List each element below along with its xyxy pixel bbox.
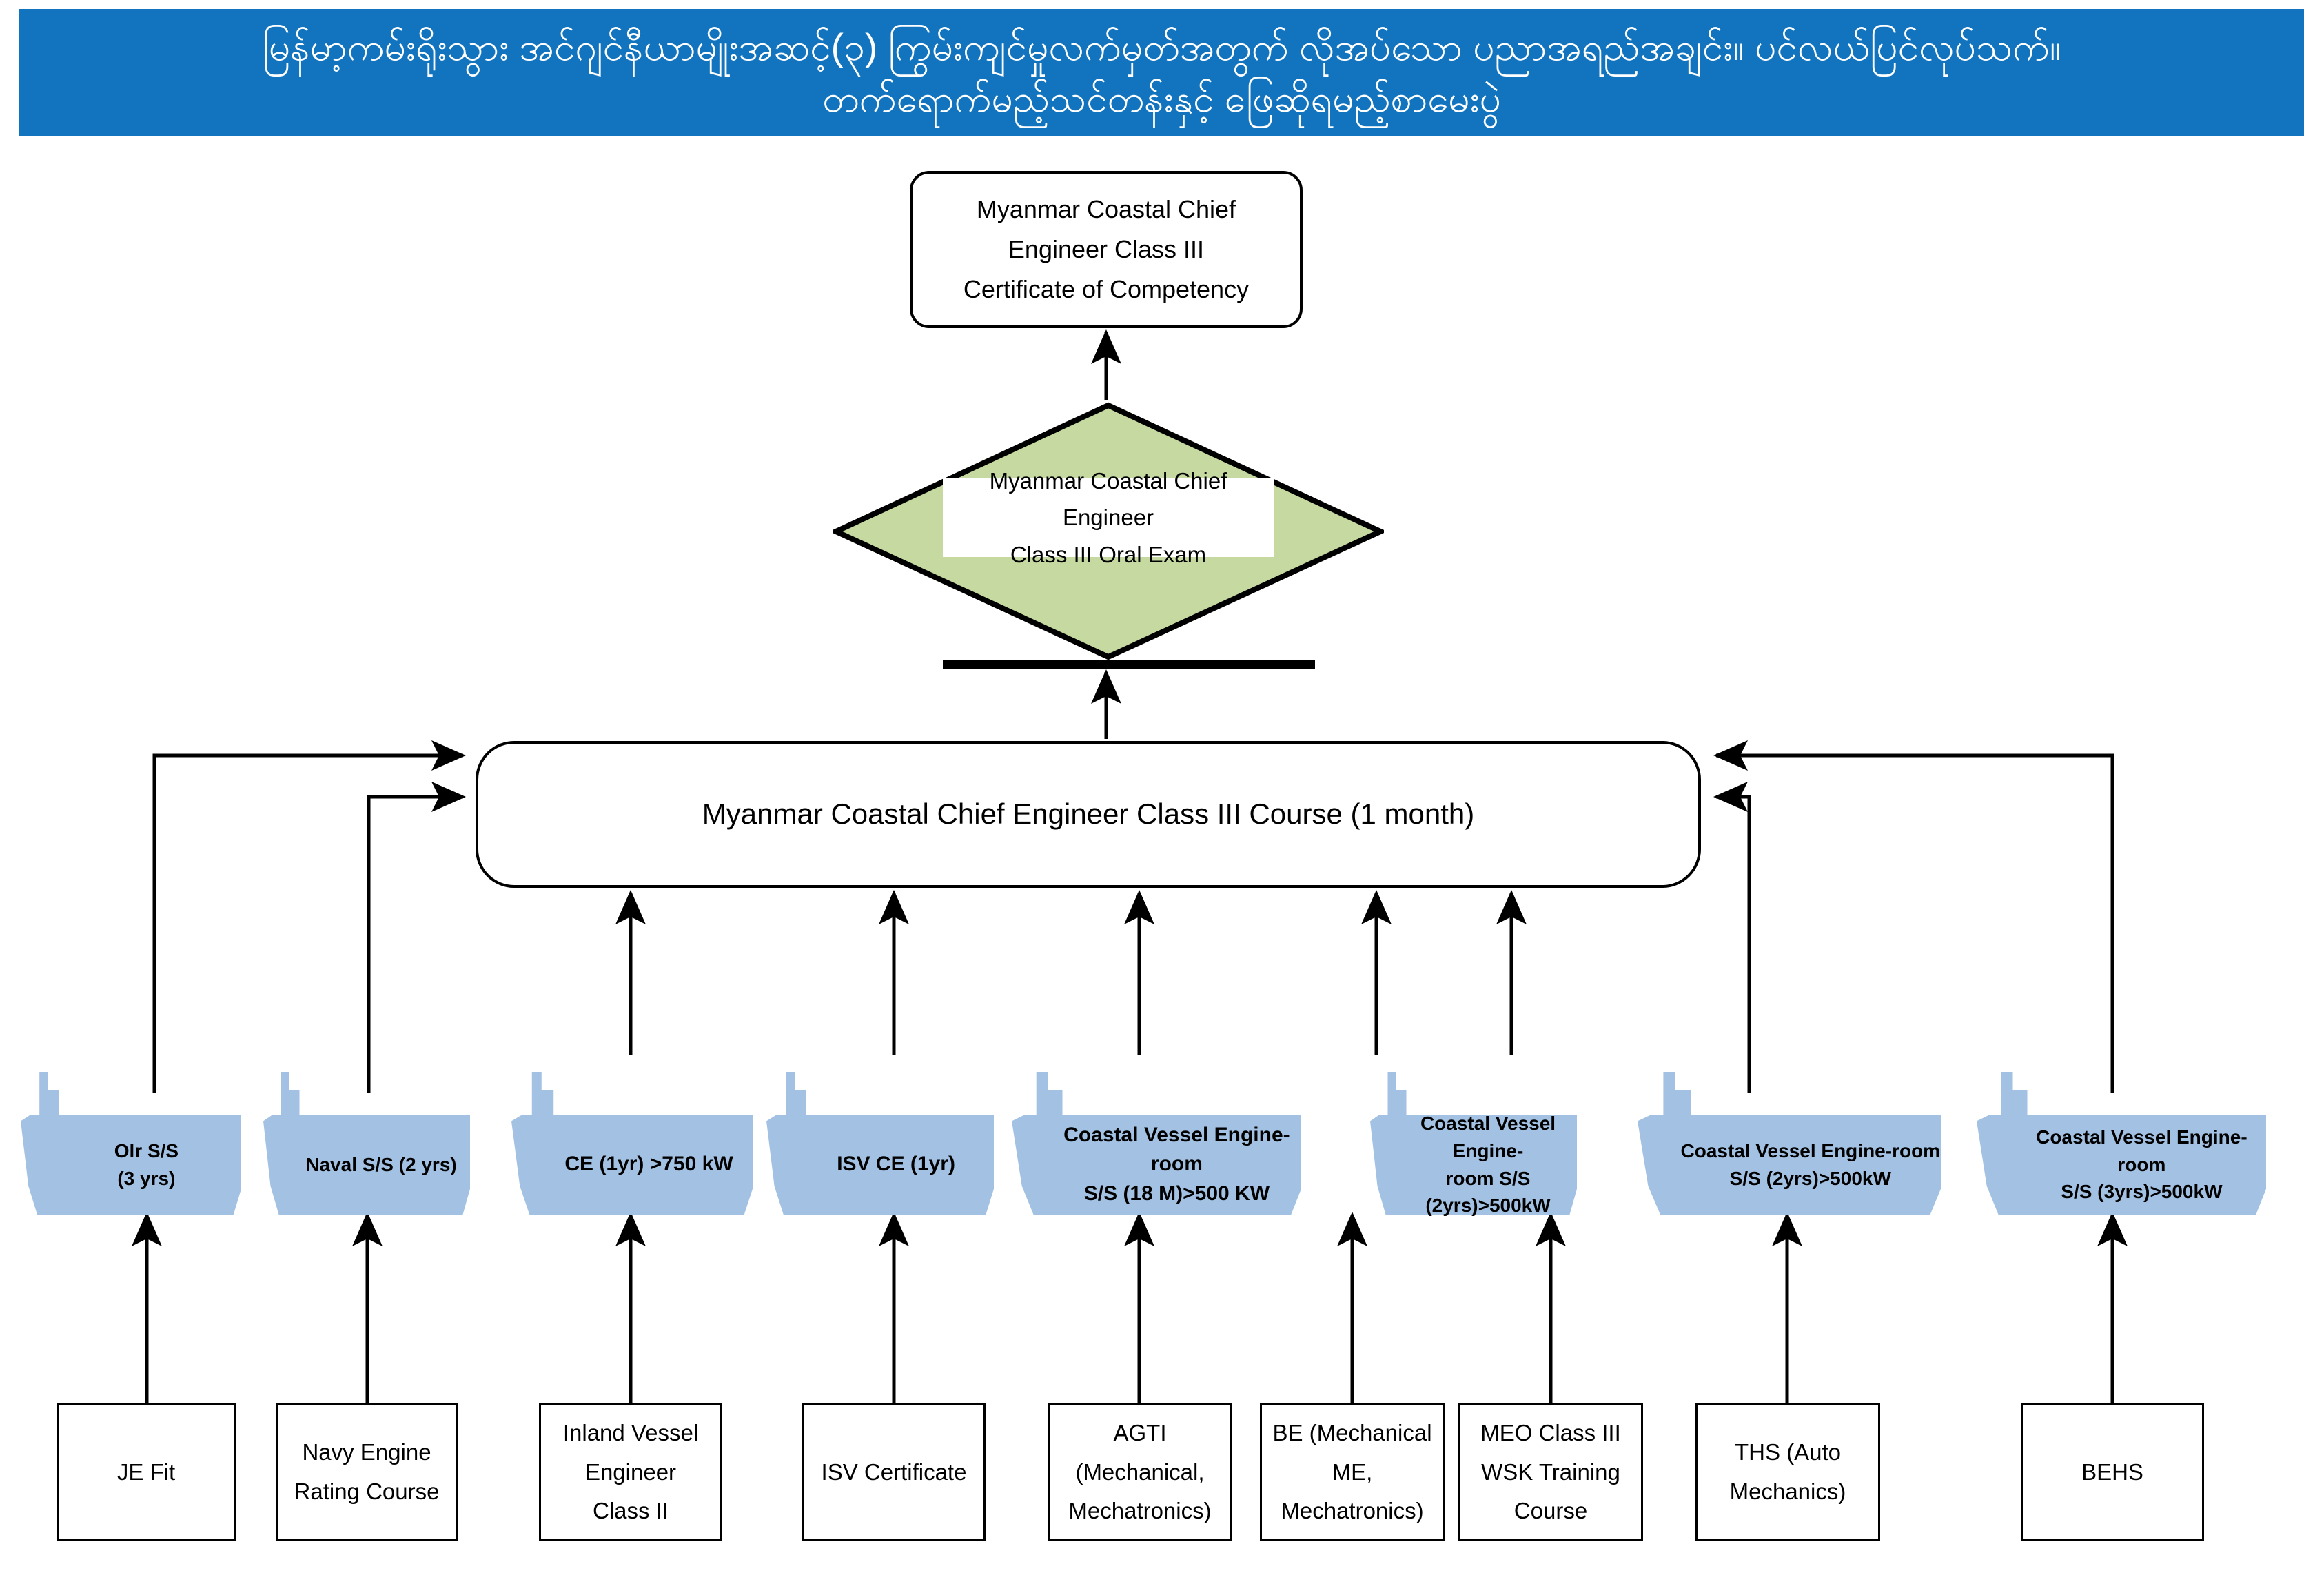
qualification-box-5[interactable]: AGTI (Mechanical, Mechatronics) xyxy=(1048,1403,1232,1541)
qualification-box-3[interactable]: Inland Vessel Engineer Class II xyxy=(539,1403,722,1541)
qualification-label-3: Inland Vessel Engineer Class II xyxy=(562,1419,699,1524)
ship-shape-6[interactable] xyxy=(1370,1072,1577,1215)
page-title-line-1: မြန်မာ့ကမ်းရိုးသွား အင်ဂျင်နီယာမျိုးအဆင့… xyxy=(262,26,2061,69)
ship-shape-2[interactable] xyxy=(263,1072,470,1215)
qualification-label-7: MEO Class III WSK Training Course xyxy=(1480,1419,1621,1524)
oral-exam-label: Myanmar Coastal Chief Engineer Class III… xyxy=(989,467,1227,567)
qualification-box-1[interactable]: JE Fit xyxy=(57,1403,236,1541)
qualification-label-9: BEHS xyxy=(2081,1459,2143,1485)
ship-shape-1[interactable] xyxy=(21,1072,241,1215)
qualification-box-7[interactable]: MEO Class III WSK Training Course xyxy=(1458,1403,1643,1541)
qualification-label-1: JE Fit xyxy=(116,1459,176,1485)
chief-engineer-course-box[interactable]: Myanmar Coastal Chief Engineer Class III… xyxy=(476,741,1701,888)
oral-exam-label-plate: Myanmar Coastal Chief Engineer Class III… xyxy=(943,468,1274,567)
certificate-of-competency-box[interactable]: Myanmar Coastal Chief Engineer Class III… xyxy=(910,171,1303,328)
qualification-box-2[interactable]: Navy Engine Rating Course xyxy=(276,1403,458,1541)
ship-shape-7[interactable] xyxy=(1638,1072,1941,1215)
page-title-banner: မြန်မာ့ကမ်းရိုးသွား အင်ဂျင်နီယာမျိုးအဆင့… xyxy=(19,9,2304,136)
ship-shape-8[interactable] xyxy=(1977,1072,2266,1215)
page-title-line-2: တက်ရောက်မည့်သင်တန်းနှင့် ဖြေဆိုရမည့်စာမေ… xyxy=(822,77,1501,120)
qualification-box-6[interactable]: BE (Mechanical ME, Mechatronics) xyxy=(1260,1403,1445,1541)
ship-shape-5[interactable] xyxy=(1012,1072,1301,1215)
qualification-box-9[interactable]: BEHS xyxy=(2021,1403,2204,1541)
certificate-label: Myanmar Coastal Chief Engineer Class III… xyxy=(963,194,1250,304)
qualification-box-4[interactable]: ISV Certificate xyxy=(802,1403,986,1541)
qualification-label-5: AGTI (Mechanical, Mechatronics) xyxy=(1068,1419,1212,1524)
course-label: Myanmar Coastal Chief Engineer Class III… xyxy=(702,798,1475,831)
qualification-box-8[interactable]: THS (Auto Mechanics) xyxy=(1695,1403,1880,1541)
exam-gate-bar xyxy=(943,660,1315,669)
ship-shape-3[interactable] xyxy=(511,1072,753,1215)
ship-shape-4[interactable] xyxy=(766,1072,994,1215)
qualification-label-2: Navy Engine Rating Course xyxy=(294,1439,440,1504)
qualification-label-6: BE (Mechanical ME, Mechatronics) xyxy=(1272,1419,1432,1524)
qualification-label-4: ISV Certificate xyxy=(821,1459,967,1485)
qualification-label-8: THS (Auto Mechanics) xyxy=(1729,1439,1846,1504)
